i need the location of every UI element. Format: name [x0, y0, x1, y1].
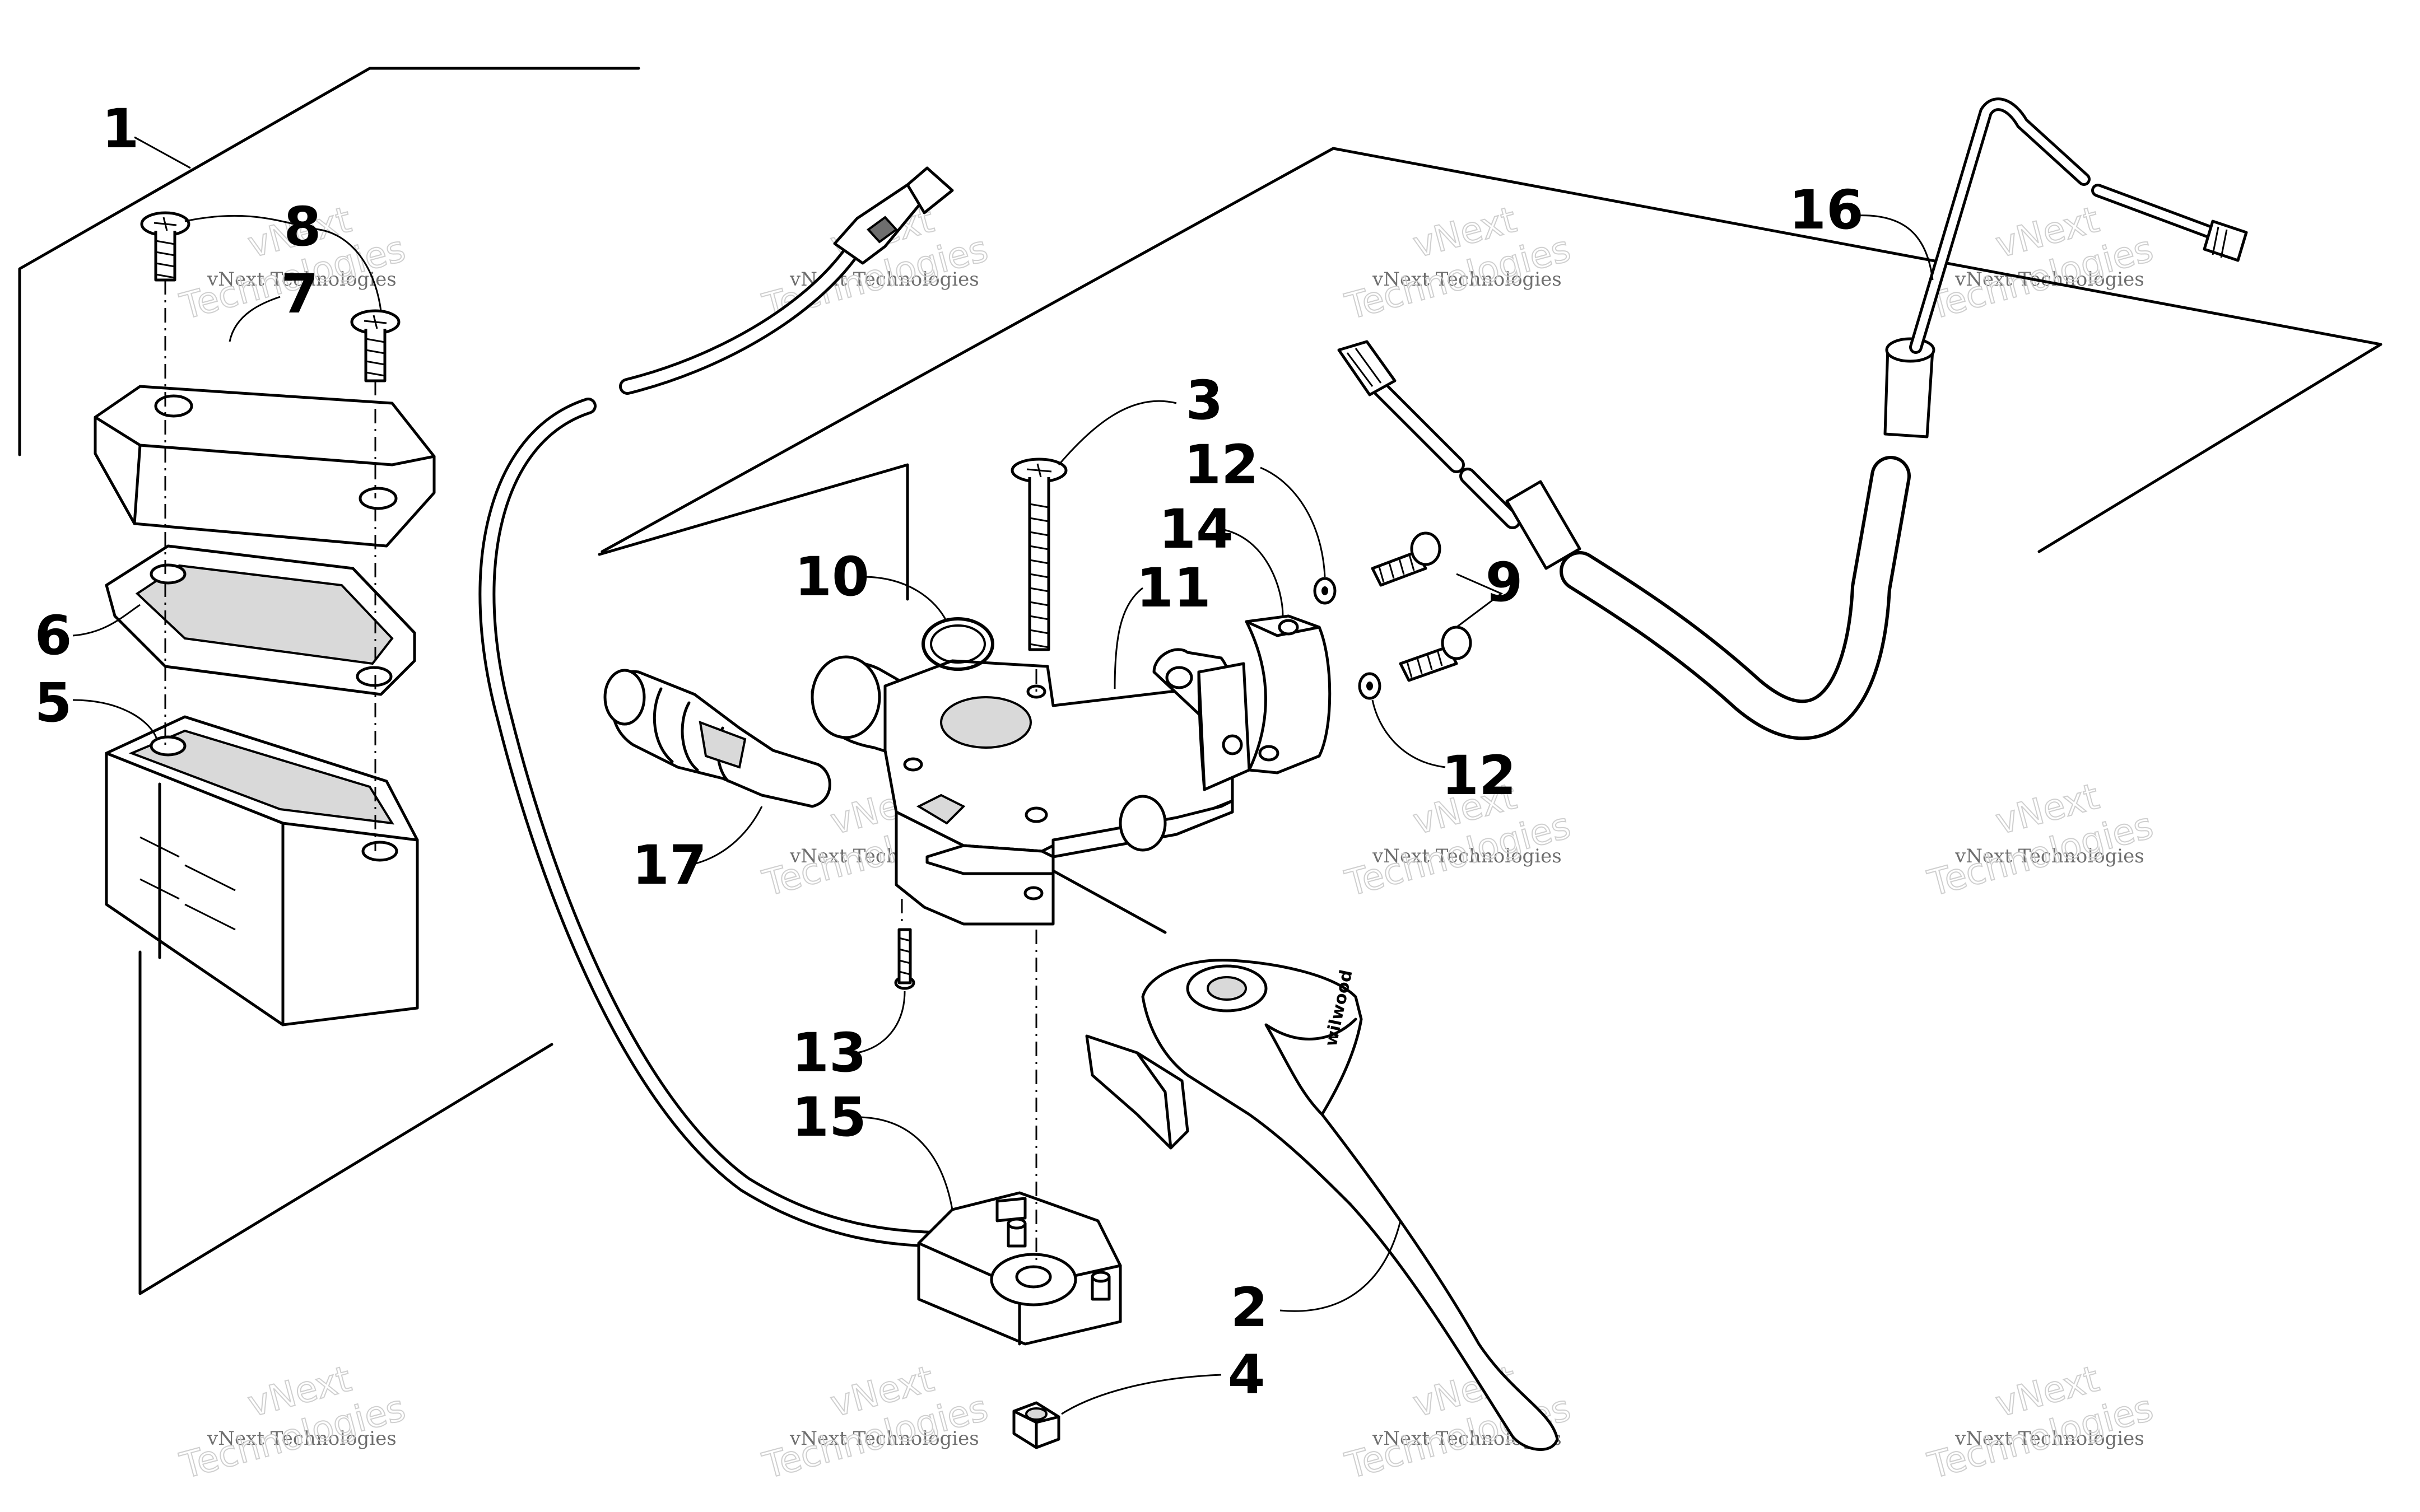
callout-13: 13	[792, 1021, 867, 1084]
svg-text:vNext Technologies: vNext Technologies	[789, 1427, 979, 1450]
callout-8: 8	[284, 195, 322, 258]
leader-11	[1114, 587, 1143, 689]
hose-fitting-left	[1337, 340, 1397, 396]
callout-10: 10	[794, 545, 869, 608]
callout-17: 17	[632, 834, 707, 897]
leader-14	[1221, 528, 1284, 617]
brake-hose	[1337, 97, 2248, 740]
clamp-screw-lower	[1399, 626, 1472, 682]
cover-screw-right	[350, 309, 401, 382]
leader-3	[1058, 400, 1177, 465]
watermark-8: vNext Technologies vNext Technologies	[1923, 776, 2158, 906]
reservoir-cover	[94, 385, 436, 548]
callout-4: 4	[1228, 1343, 1265, 1406]
watermark-10: vNext Technologies vNext Technologies	[758, 1358, 993, 1488]
brake-lever: wilwood	[1085, 958, 1559, 1451]
leader-8	[184, 214, 382, 311]
callout-7: 7	[281, 263, 319, 325]
leader-17	[688, 806, 763, 866]
hose-fitting-right	[2203, 220, 2248, 262]
callout-5: 5	[35, 671, 72, 734]
washer-upper	[1313, 577, 1337, 605]
svg-text:vNext Technologies: vNext Technologies	[1372, 845, 1562, 867]
o-ring	[922, 617, 994, 671]
leader-4	[1061, 1374, 1222, 1415]
watermark-9: vNext Technologies vNext Technologies	[175, 1358, 410, 1488]
callout-16: 16	[1789, 179, 1864, 241]
leader-5	[72, 699, 158, 740]
leader-lines	[72, 136, 1934, 1415]
callout-9: 9	[1486, 551, 1523, 614]
leader-15	[857, 1116, 953, 1210]
assembly-frames	[18, 67, 2382, 1295]
reservoir-assembly	[94, 211, 436, 1026]
leader-7	[229, 296, 281, 342]
leader-10	[862, 576, 948, 622]
master-cylinder-frame	[601, 147, 2382, 553]
svg-text:vNext Technologies: vNext Technologies	[1954, 845, 2144, 867]
small-screw	[894, 928, 915, 990]
reservoir-frame	[18, 67, 640, 1295]
callouts: 1 2 3 4 5 6 7 8 9 10 11 12 12 13 14 15 1…	[35, 97, 1864, 1406]
watermark-3: vNext Technologies vNext Technologies	[1341, 199, 1575, 329]
clamp-screw-upper	[1371, 531, 1441, 587]
wire-connector	[833, 166, 954, 265]
cover-screw-left	[140, 211, 190, 282]
leader-12a	[1260, 466, 1326, 577]
svg-text:vNext Technologies: vNext Technologies	[1372, 268, 1562, 291]
callout-1: 1	[102, 97, 139, 160]
watermarks: vNext Technologies vNext Technologies vN…	[175, 199, 2158, 1488]
leader-6	[72, 604, 141, 637]
callout-11: 11	[1136, 557, 1211, 619]
nut	[1012, 1401, 1060, 1449]
svg-text:vNext Technologies: vNext Technologies	[207, 1427, 397, 1450]
callout-6: 6	[35, 604, 72, 667]
svg-text:vNext Technologies: vNext Technologies	[1954, 1427, 2144, 1450]
long-screw	[1011, 458, 1068, 651]
callout-14: 14	[1158, 498, 1234, 561]
brake-switch-body	[917, 1191, 1122, 1346]
callout-2: 2	[1231, 1276, 1268, 1339]
switch-wire-assembly	[478, 166, 1122, 1346]
callout-15: 15	[792, 1086, 867, 1149]
leader-1	[134, 136, 191, 169]
callout-12-lower: 12	[1441, 744, 1516, 807]
callout-12-upper: 12	[1184, 433, 1259, 496]
callout-3: 3	[1186, 369, 1223, 432]
washer-lower	[1358, 672, 1381, 700]
leader-16	[1854, 214, 1934, 281]
pushrod	[603, 669, 831, 808]
reservoir-body	[105, 715, 419, 1026]
body-subframe	[598, 463, 1167, 934]
leader-9	[1456, 573, 1503, 628]
leader-2	[1279, 1220, 1402, 1312]
master-cylinder-body	[811, 614, 1332, 1266]
leader-12b	[1371, 699, 1446, 768]
svg-text:vNext Technologies: vNext Technologies	[207, 268, 397, 291]
reservoir-gasket	[105, 544, 416, 696]
watermark-12: vNext Technologies vNext Technologies	[1923, 1358, 2158, 1488]
leader-13	[857, 991, 906, 1054]
